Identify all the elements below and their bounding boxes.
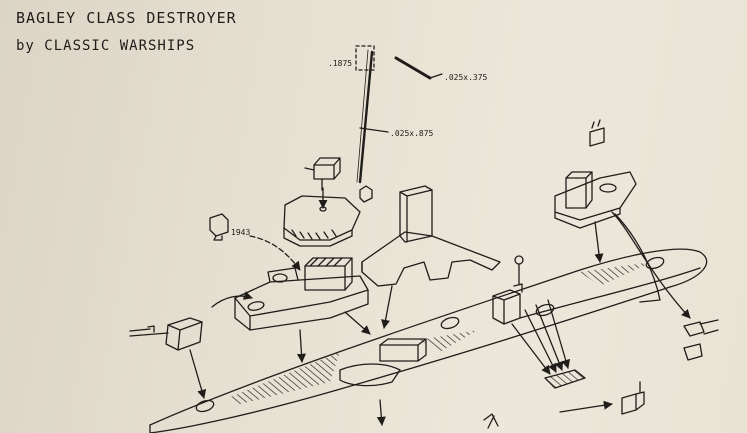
mast-assembly <box>355 45 443 203</box>
bridge-deck-assembly <box>283 157 361 247</box>
diagram-title: BAGLEY CLASS DESTROYER <box>16 9 237 27</box>
mast-dimension-label: .1875 <box>328 59 352 68</box>
aft-deckhouse <box>554 119 691 319</box>
funnel-and-platform <box>361 185 501 287</box>
diagram-subtitle: by CLASSIC WARSHIPS <box>16 38 196 54</box>
rangefinder-part <box>209 213 301 271</box>
forward-gun-turret <box>129 291 253 399</box>
forward-superstructure <box>234 257 369 331</box>
yardarm-stock-label: .025x.375 <box>444 73 488 82</box>
torpedo-mount <box>296 285 427 387</box>
rangefinder-year-label: 1943 <box>231 228 250 237</box>
mast-stock-label: .025x.875 <box>390 129 434 138</box>
hull-deck <box>149 248 708 433</box>
searchlight-platform <box>492 255 586 389</box>
deck-fittings <box>376 319 719 429</box>
